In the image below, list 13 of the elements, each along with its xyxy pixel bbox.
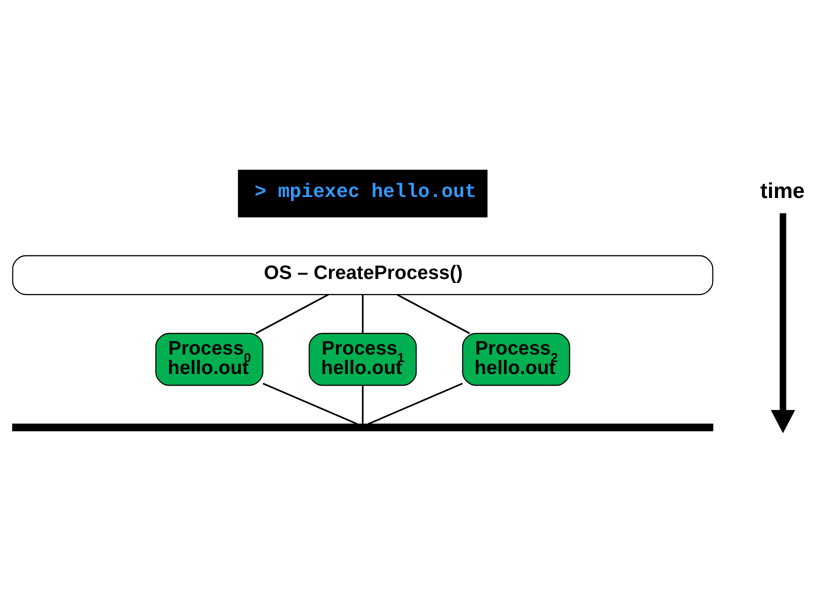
connector (362, 294, 364, 333)
connector (255, 293, 329, 334)
connector (368, 382, 463, 424)
node-box: Process$_{0}$ hello.out (155, 332, 264, 386)
connector (362, 384, 364, 424)
node-box: OS – CreateProcess() (12, 254, 714, 295)
node-box: Process$_{1}$ hello.out (308, 332, 417, 386)
node-box: > mpiexec hello.out (238, 169, 488, 217)
node-box: Process$_{2}$ hello.out (462, 332, 570, 386)
connector (262, 382, 358, 424)
connector (396, 293, 470, 334)
node-bar (12, 423, 714, 431)
label: time (760, 177, 805, 202)
